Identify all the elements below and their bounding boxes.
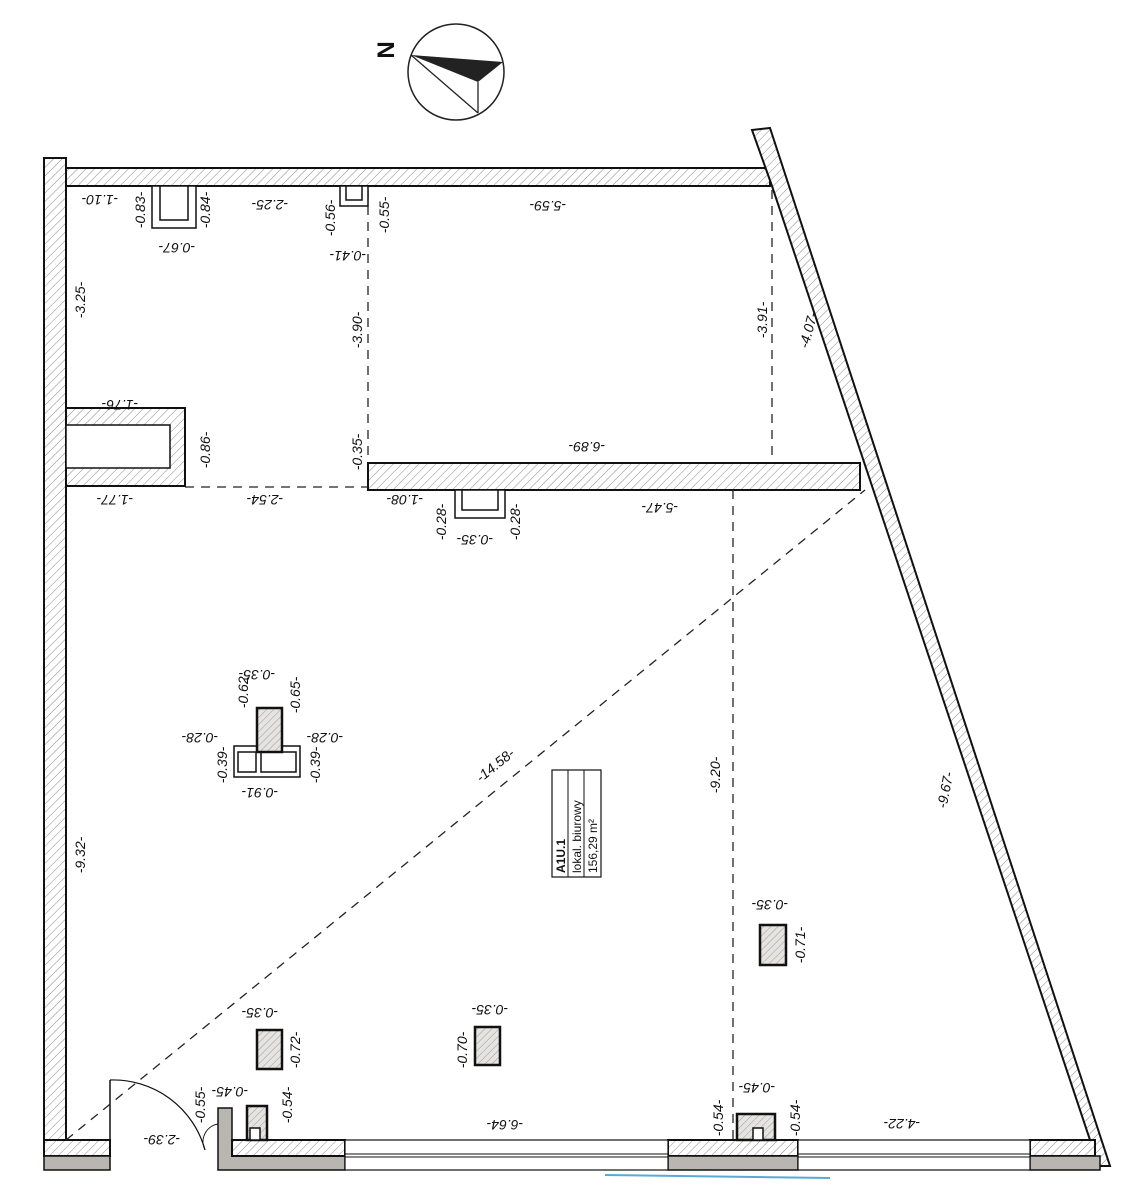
room-id: A1U.1 [554,839,568,873]
pillar-3 [473,1025,502,1067]
window-2 [797,1139,1031,1171]
north-compass-icon: N [373,23,505,121]
dimension-label: -0.28- [433,503,449,540]
dimension-label: -5.47- [641,500,678,516]
dimension-label: -9.67- [934,770,957,809]
wall-west [43,157,67,1141]
dimension-label: -4.07- [796,310,821,350]
dimension-label: -1.76- [101,397,138,413]
dimension-label: -0.83- [132,191,148,228]
structures [151,185,788,1142]
dimension-label: -0.72- [287,1031,303,1068]
dimension-label: -0.41- [329,248,366,264]
dimension-label: -4.22- [883,1116,920,1132]
dimension-label: -0.35- [456,532,493,548]
dimension-label: -9.32- [72,836,88,873]
dimension-label: -2.39- [143,1132,180,1148]
dimension-label: -1.08- [386,492,423,508]
pillar-1 [758,923,788,967]
t-pillar-cell-2 [260,751,297,773]
dimension-label: -0.54- [279,1086,295,1123]
pier-east-b [1029,1155,1101,1171]
dimension-label: -5.59- [529,198,566,214]
accent-line [604,1174,831,1179]
dimension-label: -0.35- [241,1005,278,1021]
dimension-label: -6.64- [486,1117,523,1133]
room-area: 156,29 m² [586,819,600,873]
wall-south-2-top [231,1139,346,1157]
dimension-label: -3.25- [72,281,88,318]
room-type: lokal. biurowy [570,800,584,873]
pier-middle-b [667,1155,799,1171]
dimension-label: -2.54- [246,492,283,508]
pier-east [1029,1139,1096,1157]
dimension-label: -1.77- [96,492,133,508]
door-icon [109,1079,219,1151]
dimension-label: -0.39- [307,746,323,783]
dimension-label: -3.91- [754,301,770,338]
walls [43,126,1112,1179]
north-label: N [373,41,400,58]
dimension-label: -0.28- [306,730,343,746]
wall-north [65,167,771,187]
dimension-label: -0.45- [211,1084,248,1100]
wall-south-1b [43,1155,111,1171]
dimension-label: -0.65- [287,676,303,713]
shaft-2-inner [345,185,363,201]
dimension-label: -3.90- [349,311,365,348]
dimension-label: -0.54- [710,1099,726,1136]
shaft-3-inner [461,489,499,511]
dimension-label: -0.84- [197,191,213,228]
dimension-label: -0.70- [454,1031,470,1068]
dimension-label: -0.39- [214,746,230,783]
dimension-label: -0.35- [349,433,365,470]
measurement-lines [65,190,866,1141]
dimension-label: -1.10- [81,192,118,208]
dimension-label: -0.67- [158,240,195,256]
pillar-5-inner [752,1127,764,1141]
wall-south-1 [43,1139,111,1157]
pillar-2 [255,1028,284,1071]
dimension-labels: -1.10- -0.83- -0.84--0.67- -2.25- -0.56- -0.4… [72,191,956,1148]
pillar-4-inner [249,1127,261,1141]
wall-interior [367,462,861,491]
dimension-label: -0.35- [751,897,788,913]
dimension-label: -0.28- [181,730,218,746]
chimney-flue [65,424,171,469]
dimension-label: -0.28- [507,503,523,540]
dimension-label: -0.35- [471,1002,508,1018]
t-pillar-cell-1 [237,751,257,773]
wall-east [750,126,1112,1167]
dimension-label: -0.55- [192,1086,208,1123]
pier-middle [667,1139,799,1157]
dimension-label: -6.89- [568,439,605,455]
window-1 [344,1139,669,1171]
shaft-1-inner [159,185,189,221]
dimension-label: -0.91- [241,785,278,801]
t-pillar-stem [255,706,284,754]
dimension-label: -0.45- [738,1080,775,1096]
dimension-label: -14.58- [473,745,518,786]
dimension-label: -0.62- [235,671,251,708]
dimension-label: -2.25- [251,197,288,213]
dimension-label: -9.20- [707,756,723,793]
dimension-label: -0.35- [238,667,275,683]
dimension-label: -0.54- [787,1099,803,1136]
dimension-label: -0.86- [197,431,213,468]
room-label: A1U.1 lokal. biurowy 156,29 m² [551,769,602,878]
dimension-label: -0.55- [376,196,392,233]
dimension-label: -0.56- [322,199,338,236]
dimension-label: -0.71- [792,926,808,963]
